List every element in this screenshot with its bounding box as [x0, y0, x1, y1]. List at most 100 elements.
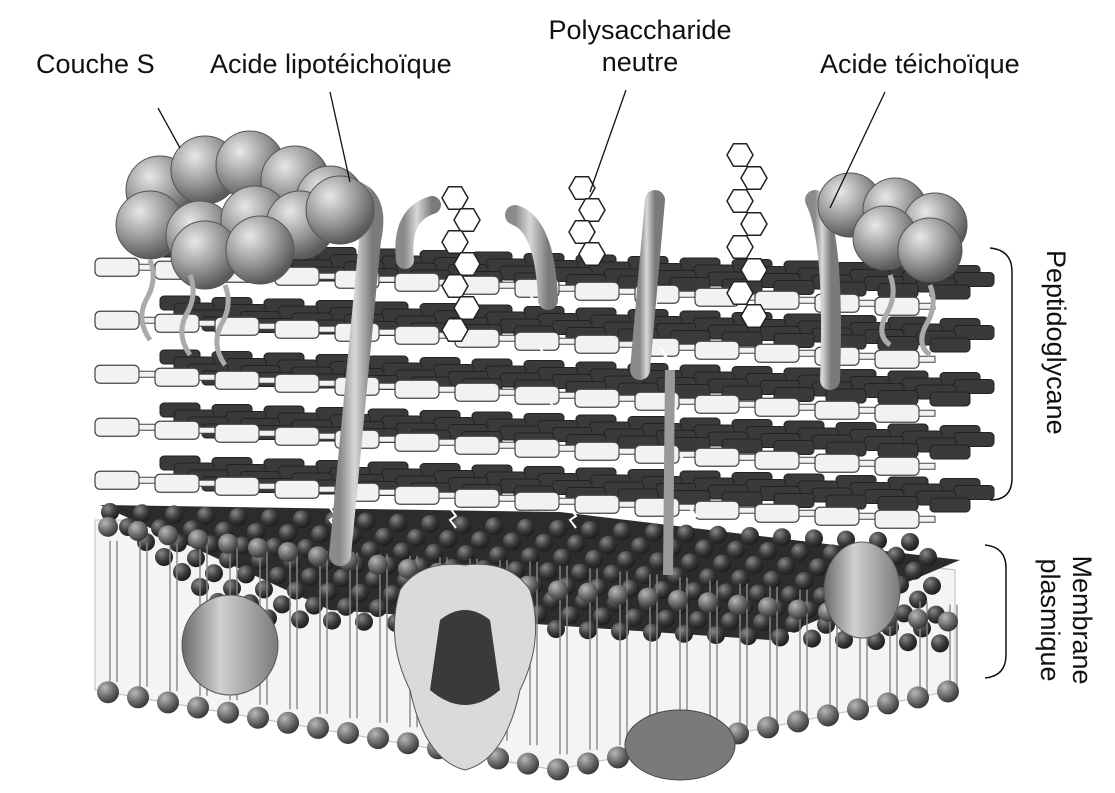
glycan-strand-front: [875, 297, 919, 315]
glycan-strand-back: [930, 338, 970, 352]
peptide-bridge: [799, 510, 815, 516]
lipid-head-top: [739, 627, 757, 645]
peptide-bridge: [439, 492, 455, 498]
glycan-strand-front: [575, 495, 619, 513]
lipid-head-front: [788, 599, 808, 619]
peptide-bridge: [919, 410, 935, 416]
lipid-head-top: [291, 610, 309, 628]
lipid-head-top: [905, 562, 923, 580]
polysaccharide-chain-right: [727, 190, 753, 213]
membrane-protein-right: [824, 542, 900, 638]
peptide-bridge: [199, 427, 215, 433]
lipid-head-top: [777, 557, 795, 575]
glycan-strand-front: [95, 365, 139, 383]
lipid-head-bottom: [577, 752, 599, 774]
glycan-strand-back: [954, 380, 994, 394]
lipid-head-top: [223, 579, 241, 597]
lipid-head-front: [698, 592, 718, 612]
peptide-bridge: [559, 445, 575, 451]
neutral-polysaccharide-chain: [569, 221, 595, 244]
glycan-strand-front: [875, 350, 919, 368]
lipid-head-top: [909, 591, 927, 609]
glycan-strand-front: [515, 386, 559, 404]
glycan-strand-front: [395, 380, 439, 398]
glycan-strand-back: [954, 486, 994, 500]
lipid-head-top: [803, 630, 821, 648]
lipid-head-top: [503, 532, 521, 550]
lipid-head-top: [273, 595, 291, 613]
glycan-strand-front: [95, 311, 139, 329]
lipid-head-front: [278, 542, 298, 562]
lipid-head-top: [901, 533, 919, 551]
leader-couche-s: [158, 108, 180, 148]
lipid-head-bottom: [307, 717, 329, 739]
lipid-head-front: [188, 529, 208, 549]
lipid-head-top: [809, 558, 827, 576]
glycan-strand-front: [575, 389, 619, 407]
peptide-bridge: [559, 285, 575, 291]
polysaccharide-chain-left: [454, 297, 480, 320]
lipid-head-bottom: [817, 704, 839, 726]
glycan-strand-front: [575, 442, 619, 460]
lipid-head-top: [713, 555, 731, 573]
polysaccharide-chain-right: [741, 259, 767, 282]
glycan-strand-front: [575, 335, 619, 353]
peptide-bridge: [499, 282, 515, 288]
peptide-bridge: [379, 436, 395, 442]
lipid-head-top: [237, 565, 255, 583]
lipid-head-front: [368, 555, 388, 575]
bracket-membrane: [985, 545, 1006, 678]
lipid-head-top: [773, 528, 791, 546]
lipid-head-front: [308, 546, 328, 566]
lipid-head-top: [567, 535, 585, 553]
lipid-head-top: [133, 504, 151, 522]
glycan-strand-front: [815, 507, 859, 525]
peptide-bridge: [379, 383, 395, 389]
lipid-head-top: [255, 580, 273, 598]
membrane-protein-bottom: [625, 710, 735, 780]
lipid-head-front: [758, 597, 778, 617]
lipid-head-bottom: [877, 692, 899, 714]
polysaccharide-chain-left: [442, 187, 468, 210]
lipid-head-top: [457, 545, 475, 563]
peptide-bridge: [559, 338, 575, 344]
lipid-head-top: [393, 543, 411, 561]
lipid-head-front: [728, 595, 748, 615]
label-peptidoglycan: Peptidoglycane: [1040, 250, 1072, 435]
peptide-bridge: [499, 495, 515, 501]
lipid-head-bottom: [127, 686, 149, 708]
glycan-strand-front: [395, 273, 439, 291]
lipid-head-top: [549, 520, 567, 538]
peptide-bridge: [679, 344, 695, 350]
lipid-head-top: [337, 598, 355, 616]
peptide-bridge: [439, 386, 455, 392]
peptide-bridge: [139, 424, 155, 430]
peptide-bridge: [139, 477, 155, 483]
neutral-polysaccharide-chain: [579, 199, 605, 222]
glycan-strand-back: [930, 498, 970, 512]
lipid-head-front: [608, 585, 628, 605]
glycan-strand-front: [815, 454, 859, 472]
lipid-head-bottom: [157, 691, 179, 713]
lipid-head-top: [923, 577, 941, 595]
lipid-head-front: [908, 609, 928, 629]
peptide-bridge: [499, 442, 515, 448]
lipid-head-top: [301, 568, 319, 586]
peptide-bridge: [319, 486, 335, 492]
peptide-bridge: [619, 501, 635, 507]
peptide-bridge: [739, 507, 755, 513]
label-polysaccharide-line1: Polysaccharide: [530, 14, 750, 46]
polysaccharide-chain-left: [442, 275, 468, 298]
lipid-head-top: [581, 521, 599, 539]
lipid-head-top: [919, 548, 937, 566]
label-neutral-polysaccharide: Polysaccharide neutre: [530, 14, 750, 78]
glycan-strand-back: [954, 433, 994, 447]
peptide-bridge: [919, 356, 935, 362]
lipid-head-front: [98, 517, 118, 537]
glycan-strand-back: [878, 391, 918, 405]
glycan-strand-front: [755, 504, 799, 522]
lipid-head-bottom: [397, 732, 419, 754]
lipid-head-top: [229, 508, 247, 526]
s-layer-protein: [226, 216, 294, 284]
